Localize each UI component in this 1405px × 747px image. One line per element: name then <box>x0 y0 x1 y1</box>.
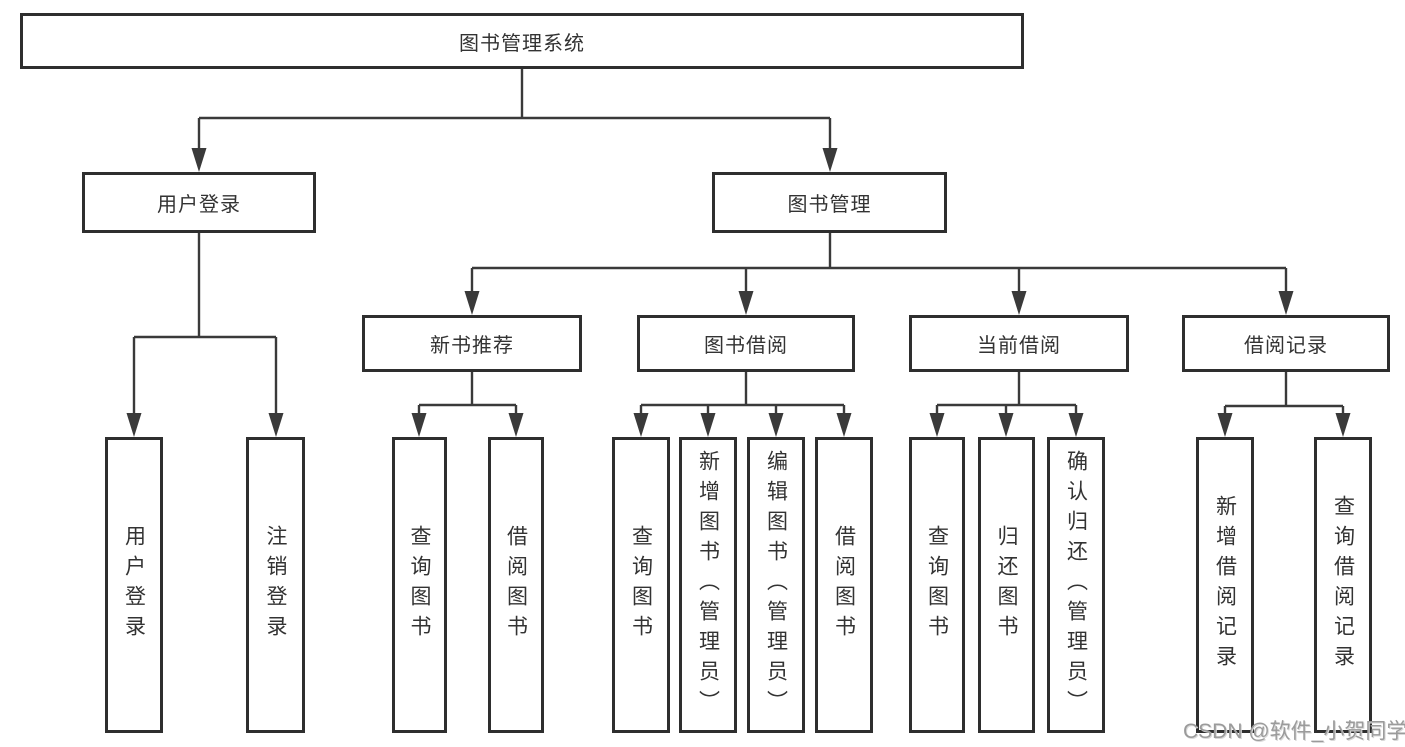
leaf-query-books-borrowing: 查询图书 <box>612 437 670 733</box>
node-label: 借阅记录 <box>1244 335 1328 357</box>
node-current-borrowing: 当前借阅 <box>909 315 1129 372</box>
node-new-book-recommend: 新书推荐 <box>362 315 582 372</box>
leaf-edit-book-admin: 编辑图书（管理员） <box>747 437 805 733</box>
leaf-label: 注销登录 <box>264 525 287 645</box>
leaf-label: 查询图书 <box>925 525 949 645</box>
node-label: 图书借阅 <box>704 335 788 357</box>
leaf-label: 新增借阅记录 <box>1213 495 1237 675</box>
leaf-user-login: 用户登录 <box>105 437 163 733</box>
node-borrowing-records: 借阅记录 <box>1182 315 1390 372</box>
leaf-query-books-current: 查询图书 <box>909 437 965 733</box>
node-user-login-branch: 用户登录 <box>82 172 316 233</box>
leaf-label: 新增图书（管理员） <box>696 450 720 720</box>
csdn-watermark: CSDN @软件_小贺同学 <box>1183 720 1405 743</box>
node-label: 图书管理 <box>787 194 872 216</box>
leaf-borrow-books-recommend: 借阅图书 <box>488 437 544 733</box>
leaf-label: 借阅图书 <box>832 525 856 645</box>
leaf-label: 查询图书 <box>408 525 431 645</box>
leaf-query-books-recommend: 查询图书 <box>392 437 447 733</box>
node-label: 新书推荐 <box>430 335 514 357</box>
leaf-label: 归还图书 <box>995 525 1018 645</box>
leaf-label: 借阅图书 <box>504 525 528 645</box>
leaf-add-borrow-record: 新增借阅记录 <box>1196 437 1254 733</box>
node-book-management-branch: 图书管理 <box>712 172 947 233</box>
leaf-confirm-return-admin: 确认归还（管理员） <box>1047 437 1105 733</box>
leaf-borrow-books-borrowing: 借阅图书 <box>815 437 873 733</box>
leaf-query-borrow-record: 查询借阅记录 <box>1314 437 1372 733</box>
tree-edges <box>132 69 1345 427</box>
leaf-label: 用户登录 <box>122 525 146 645</box>
leaf-add-book-admin: 新增图书（管理员） <box>679 437 737 733</box>
leaf-label: 确认归还（管理员） <box>1064 450 1088 720</box>
node-root-label: 图书管理系统 <box>459 32 585 55</box>
node-root: 图书管理系统 <box>20 13 1024 69</box>
leaf-label: 查询图书 <box>629 525 653 645</box>
leaf-label: 编辑图书（管理员） <box>764 450 788 720</box>
node-label: 当前借阅 <box>977 335 1061 357</box>
node-label: 用户登录 <box>157 194 241 216</box>
leaf-logout: 注销登录 <box>246 437 305 733</box>
leaf-label: 查询借阅记录 <box>1331 495 1355 675</box>
node-book-borrowing: 图书借阅 <box>637 315 855 372</box>
leaf-return-books: 归还图书 <box>978 437 1035 733</box>
